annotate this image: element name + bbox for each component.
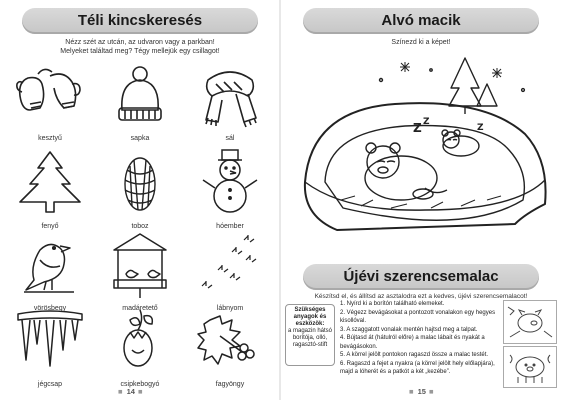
item-pine-tree: fenyő xyxy=(10,148,90,230)
book-spine xyxy=(279,0,281,400)
item-label: fagyöngy xyxy=(215,381,245,388)
section-intro: Készítsd el, és állítsd az asztalodra ez… xyxy=(314,293,528,300)
item-footprints: lábnyom xyxy=(190,230,270,312)
item-label: sál xyxy=(225,135,235,142)
item-label: fenyő xyxy=(41,223,59,230)
step-item: 3. A szaggatott vonalak mentén hajtsd me… xyxy=(340,326,478,333)
item-label: kesztyű xyxy=(38,135,62,142)
item-label: madáretető xyxy=(122,305,158,312)
step-item: 5. A körrel jelölt pontokon ragaszd össz… xyxy=(340,352,489,358)
item-pine-cone: toboz xyxy=(100,148,180,230)
winter-hat-icon xyxy=(118,66,162,121)
pine-tree-icon xyxy=(19,151,81,213)
left-page: Téli kincskeresés Nézz szét az utcán, az… xyxy=(0,0,280,400)
step-item: 1. Nyírd ki a borítón található elemeket… xyxy=(340,301,445,307)
page-title: Téli kincskeresés xyxy=(22,8,258,34)
section-title: Újévi szerencsemalac xyxy=(303,264,539,290)
bird-feeder-icon xyxy=(113,233,167,298)
intro-text: Nézz szét az utcán, az udvaron vagy a pa… xyxy=(60,39,220,55)
item-snowman: hóember xyxy=(190,148,270,230)
item-icicles: jégcsap xyxy=(10,306,90,388)
sleeping-bears-den-icon: Z Z Z xyxy=(303,57,547,231)
item-label: vörösbegy xyxy=(33,305,67,312)
supplies-text: a magazin hátsó borítója, olló, ragasztó… xyxy=(287,328,333,348)
pig-craft-icon xyxy=(507,306,553,338)
item-robin: vörösbegy xyxy=(10,230,90,312)
page-number: ■ 15 ■ xyxy=(409,387,435,396)
right-page: Alvó macik Színezd ki a képet! xyxy=(281,0,561,400)
item-label: sapka xyxy=(130,135,150,142)
instruction-steps: 1. Nyírd ki a borítón található elemeket… xyxy=(340,300,498,377)
step-item: 4. Bújtasd át (hátulról előre) a malac l… xyxy=(340,335,485,350)
item-hat: sapka xyxy=(100,60,180,142)
item-label: csipkebogyó xyxy=(120,381,160,388)
pig-step-image-1 xyxy=(503,300,557,344)
step-item: 2. Végezz bevágásokat a pontozott vonala… xyxy=(340,309,496,325)
item-mittens: kesztyű xyxy=(10,60,90,142)
item-scarf: sál xyxy=(190,60,270,142)
page-title: Alvó macik xyxy=(303,8,539,34)
item-label: lábnyom xyxy=(216,305,244,312)
icicles-icon xyxy=(17,310,83,367)
item-label: jégcsap xyxy=(37,381,63,388)
item-bird-feeder: madáretető xyxy=(100,230,180,312)
footprints-icon xyxy=(201,235,257,289)
pine-cone-icon xyxy=(124,157,156,211)
supplies-heading: Szükséges anyagok és eszközök: xyxy=(293,307,327,327)
item-mistletoe: fagyöngy xyxy=(190,306,270,388)
mistletoe-icon xyxy=(197,315,255,365)
page-number: ■ 14 ■ xyxy=(118,387,144,396)
supplies-box: Szükséges anyagok és eszközök: a magazin… xyxy=(285,304,335,366)
rosehip-icon xyxy=(123,309,154,367)
svg-text:Z: Z xyxy=(477,123,484,133)
item-label: hóember xyxy=(216,223,244,230)
step-item: 6. Ragaszd a fejet a nyakra (a körrel je… xyxy=(340,360,495,376)
pig-step-image-2 xyxy=(503,346,557,388)
scarf-icon xyxy=(205,71,257,128)
mittens-icon xyxy=(16,68,81,111)
snowman-icon xyxy=(202,149,258,213)
robin-bird-icon xyxy=(24,243,74,293)
item-rosehip: csipkebogyó xyxy=(100,306,180,388)
pig-craft-icon xyxy=(509,354,551,383)
item-label: toboz xyxy=(131,223,149,230)
svg-text:Z: Z xyxy=(413,121,422,135)
svg-text:Z: Z xyxy=(423,117,430,127)
color-instruction: Színezd ki a képet! xyxy=(391,39,451,46)
